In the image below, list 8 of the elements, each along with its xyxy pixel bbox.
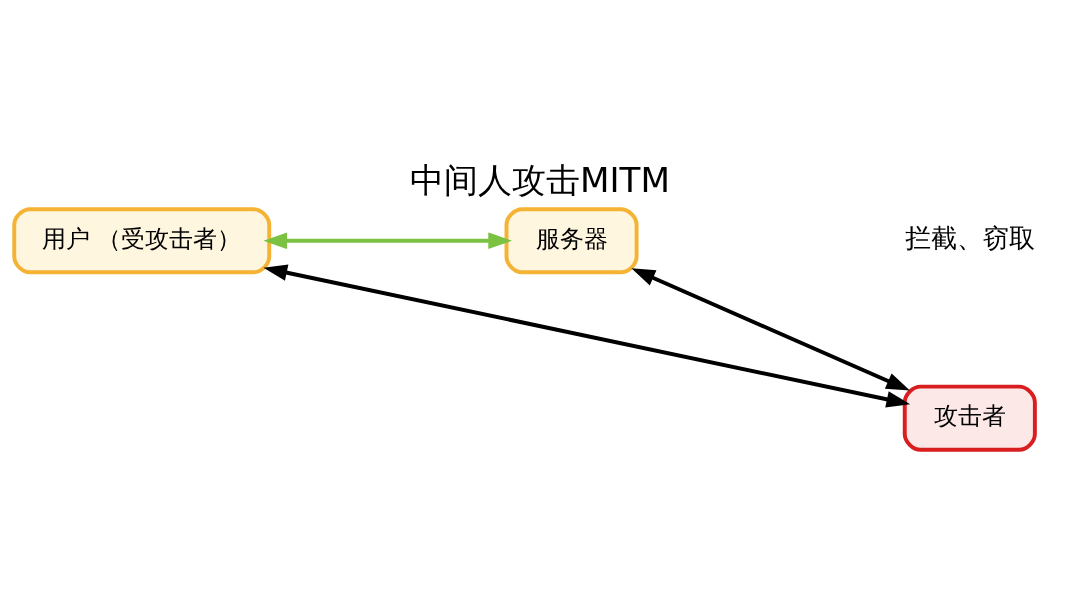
arrow (631, 267, 910, 391)
diagram-title: 中间人攻击MITM (410, 159, 670, 200)
arrow (263, 231, 512, 249)
node-box: 攻击者 (902, 384, 1037, 452)
arrow (263, 264, 911, 408)
label: 拦截、窃取 (904, 222, 1035, 253)
node-box: 服务器 (504, 206, 639, 274)
node-box: 用户 （受攻击者） (12, 206, 272, 274)
